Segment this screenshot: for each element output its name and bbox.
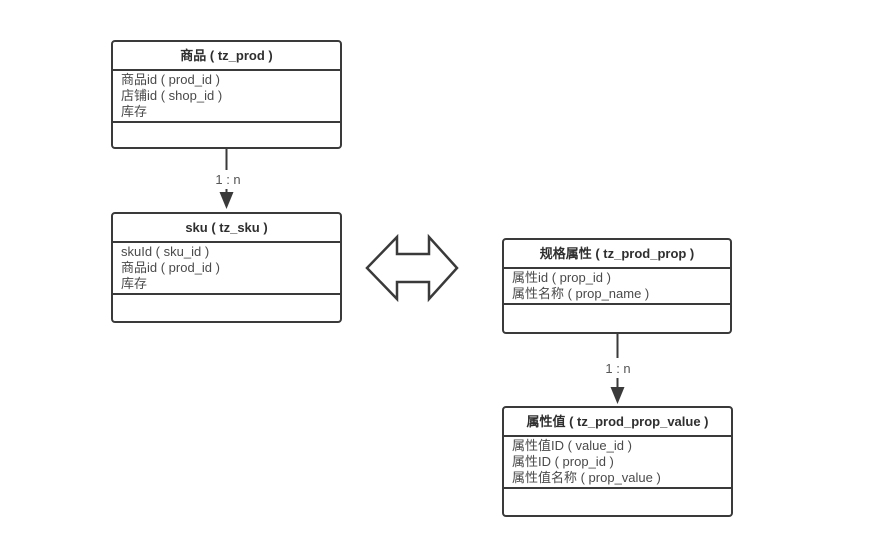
entity-field: 属性值ID ( value_id ) — [512, 438, 632, 453]
entity-footer — [504, 489, 731, 515]
entity-fields: skuId ( sku_id ) 商品id ( prod_id ) 库存 — [113, 243, 340, 295]
double-arrow-icon — [365, 233, 459, 303]
entity-field: 商品id ( prod_id ) — [121, 72, 220, 87]
entity-footer — [504, 305, 730, 332]
entity-table-prod: 商品 ( tz_prod ) 商品id ( prod_id ) 店铺id ( s… — [111, 40, 342, 149]
relation-arrow-prop-value — [610, 334, 625, 404]
entity-field: 属性ID ( prop_id ) — [512, 454, 614, 469]
entity-table-sku: sku ( tz_sku ) skuId ( sku_id ) 商品id ( p… — [111, 212, 342, 323]
entity-footer — [113, 295, 340, 321]
relation-label: 1 : n — [212, 172, 244, 187]
entity-field: 店铺id ( shop_id ) — [121, 88, 223, 103]
entity-field: 属性名称 ( prop_name ) — [512, 286, 650, 301]
entity-footer — [113, 123, 340, 147]
entity-field: 属性值名称 ( prop_value ) — [512, 470, 661, 485]
entity-title: 规格属性 ( tz_prod_prop ) — [504, 240, 730, 269]
entity-table-prod-prop: 规格属性 ( tz_prod_prop ) 属性id ( prop_id ) 属… — [502, 238, 732, 334]
entity-title: sku ( tz_sku ) — [113, 214, 340, 243]
entity-title: 商品 ( tz_prod ) — [113, 42, 340, 71]
entity-field: skuId ( sku_id ) — [121, 244, 210, 259]
entity-field: 库存 — [121, 276, 148, 291]
entity-field: 商品id ( prod_id ) — [121, 260, 220, 275]
entity-field: 属性id ( prop_id ) — [512, 270, 611, 285]
relation-label: 1 : n — [602, 361, 634, 376]
entity-field: 库存 — [121, 104, 148, 119]
entity-fields: 属性值ID ( value_id ) 属性ID ( prop_id ) 属性值名… — [504, 437, 731, 489]
entity-fields: 属性id ( prop_id ) 属性名称 ( prop_name ) — [504, 269, 730, 305]
entity-title: 属性值 ( tz_prod_prop_value ) — [504, 408, 731, 437]
relation-arrow-prod-sku — [219, 149, 234, 209]
entity-fields: 商品id ( prod_id ) 店铺id ( shop_id ) 库存 — [113, 71, 340, 123]
entity-table-prod-prop-value: 属性值 ( tz_prod_prop_value ) 属性值ID ( value… — [502, 406, 733, 517]
